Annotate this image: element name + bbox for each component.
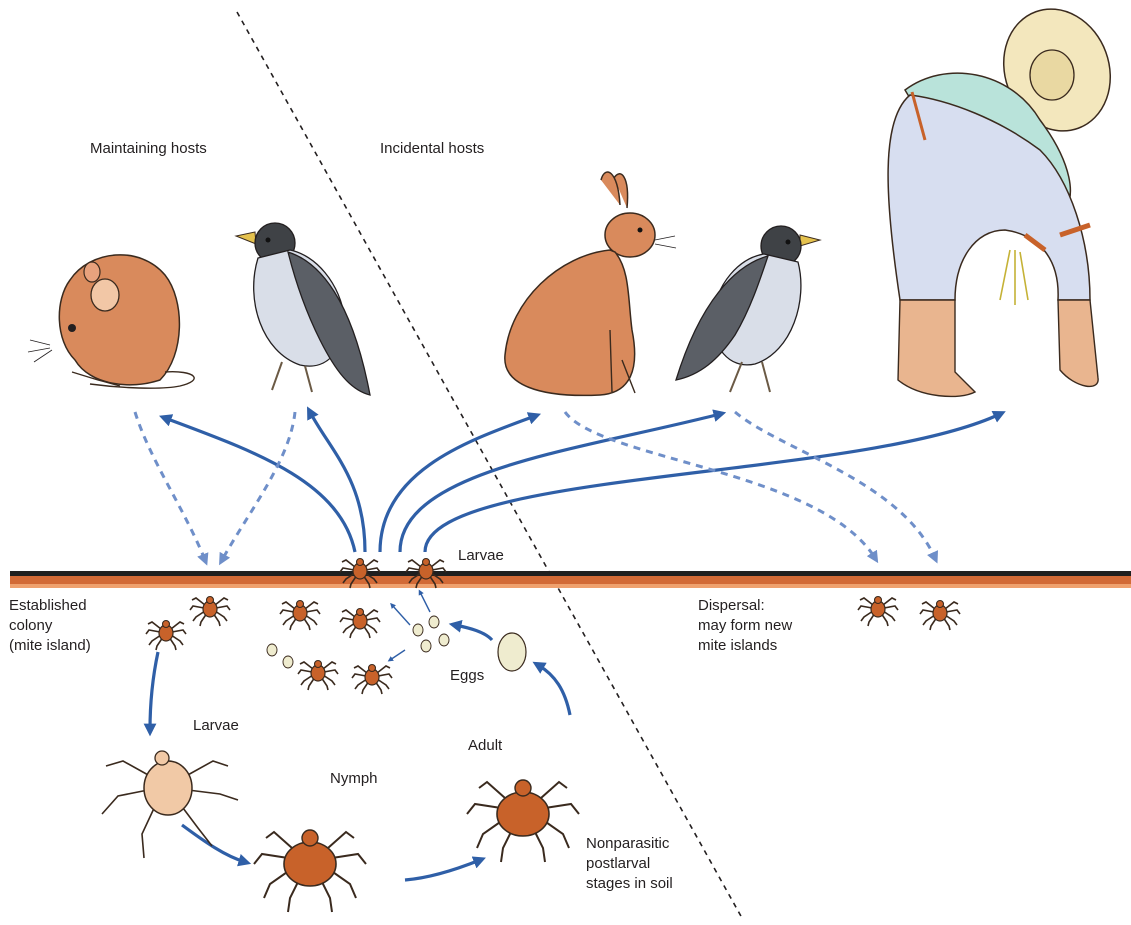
mouse-icon (28, 255, 194, 388)
nonparasitic-label: Nonparasitic postlarval stages in soil (586, 834, 673, 894)
soil-strip (10, 571, 1131, 576)
mite-icon (298, 661, 338, 691)
established-colony-label: Established colony (mite island) (9, 596, 91, 656)
mite-icon-adult (467, 780, 579, 862)
incidental-hosts-label: Incidental hosts (380, 139, 484, 159)
mite-icon (280, 601, 320, 631)
maintaining-hosts-label: Maintaining hosts (90, 139, 207, 159)
nymph-label: Nymph (330, 769, 378, 789)
mite-icon (920, 601, 960, 631)
host-drop-off-arrows (135, 412, 935, 560)
mite-icon (190, 597, 230, 627)
larvae-top-label: Larvae (458, 546, 504, 566)
mite-icon (858, 597, 898, 627)
dispersal-label: Dispersal: may form new mite islands (698, 596, 792, 656)
mite-icon-nymph (254, 830, 366, 912)
larvae-bottom-label: Larvae (193, 716, 239, 736)
divider-line (237, 12, 742, 918)
rabbit-icon (505, 172, 676, 395)
host-attachment-arrows (165, 412, 1000, 552)
mite-icon (352, 665, 392, 695)
egg-icon (498, 633, 526, 671)
eggs-label: Eggs (450, 666, 484, 686)
mite-icon (340, 609, 380, 639)
bird-icon-maintaining (236, 223, 370, 395)
human-farmer-icon (888, 0, 1127, 396)
bird-icon-incidental (676, 226, 820, 392)
mite-icon-larva (102, 751, 238, 858)
mite-icon (146, 621, 186, 651)
adult-label: Adult (468, 736, 502, 756)
